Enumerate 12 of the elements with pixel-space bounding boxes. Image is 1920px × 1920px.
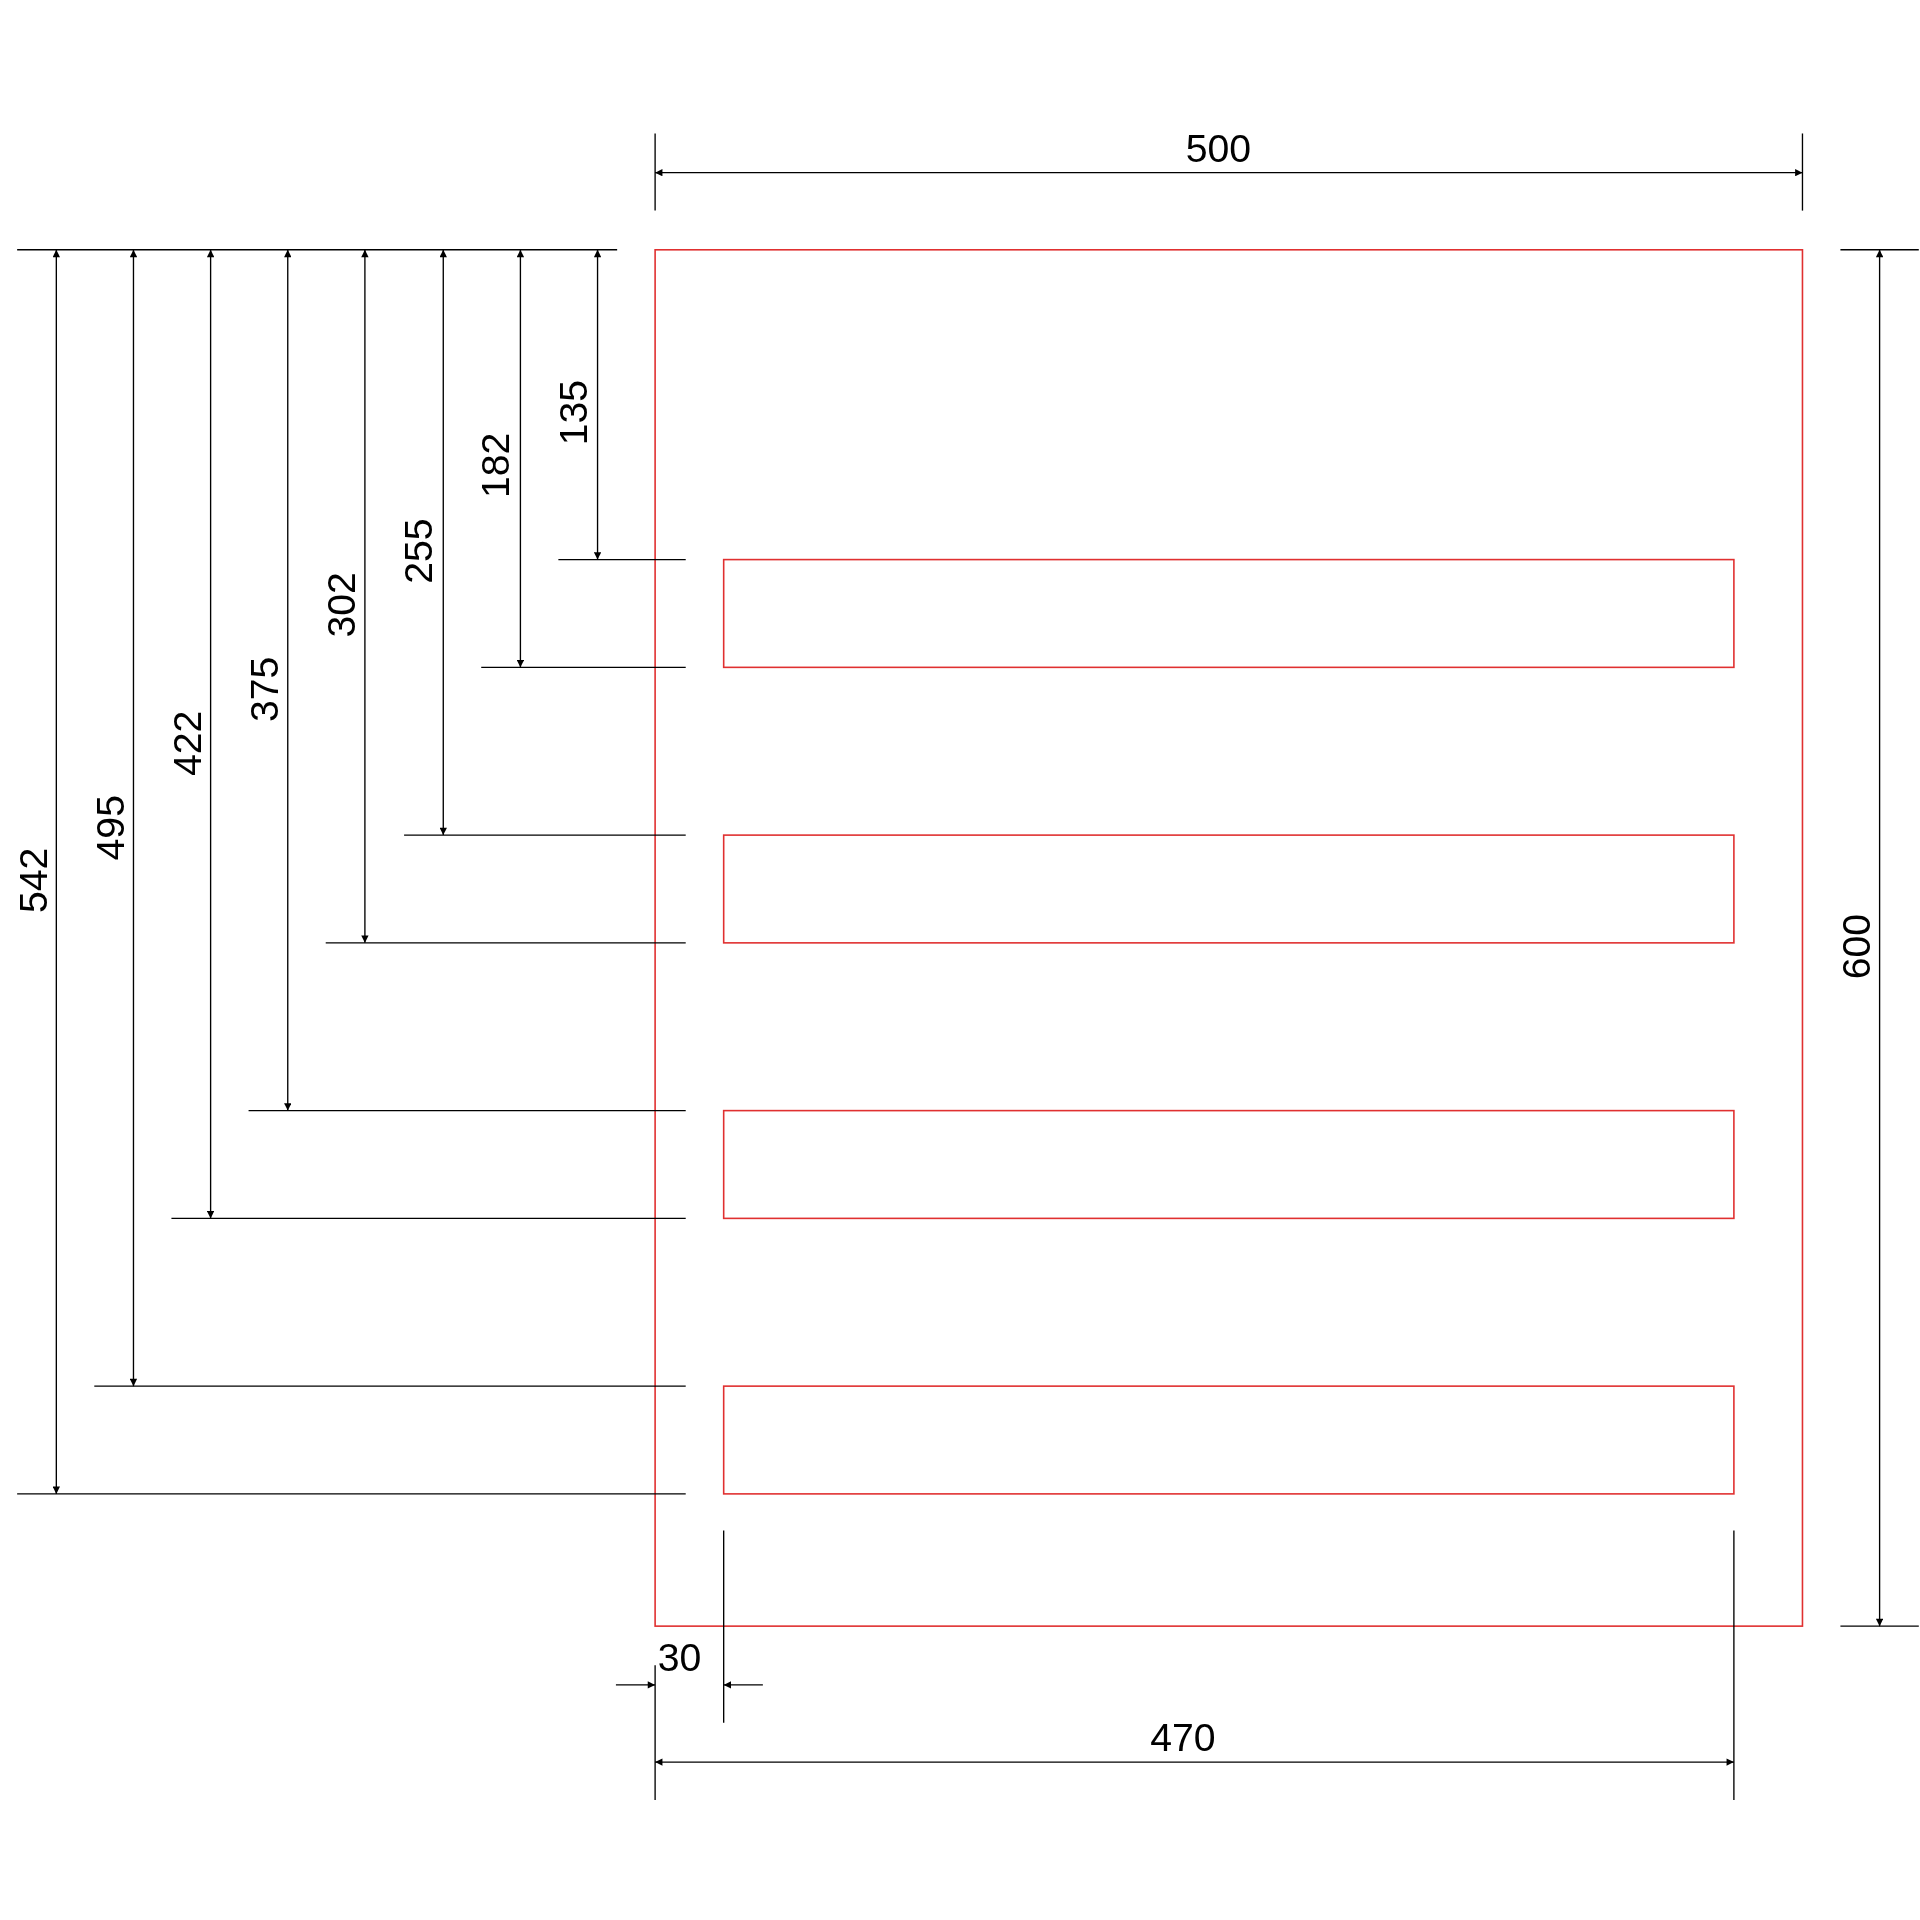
dimension-label: 422 [167, 710, 207, 776]
dimension-label: 500 [1185, 128, 1252, 168]
dimension-label: 182 [476, 432, 516, 498]
dimension-label: 135 [553, 379, 593, 446]
dimension-label: 375 [244, 656, 285, 723]
dimension-label: 495 [90, 795, 130, 861]
dimension-label: 470 [1150, 1717, 1216, 1758]
dimension-label: 255 [399, 518, 439, 584]
dimension-label: 302 [322, 572, 362, 638]
dimension-label: 600 [1836, 913, 1876, 980]
dimension-label: 542 [13, 847, 53, 914]
dimension-label: 30 [657, 1638, 702, 1678]
